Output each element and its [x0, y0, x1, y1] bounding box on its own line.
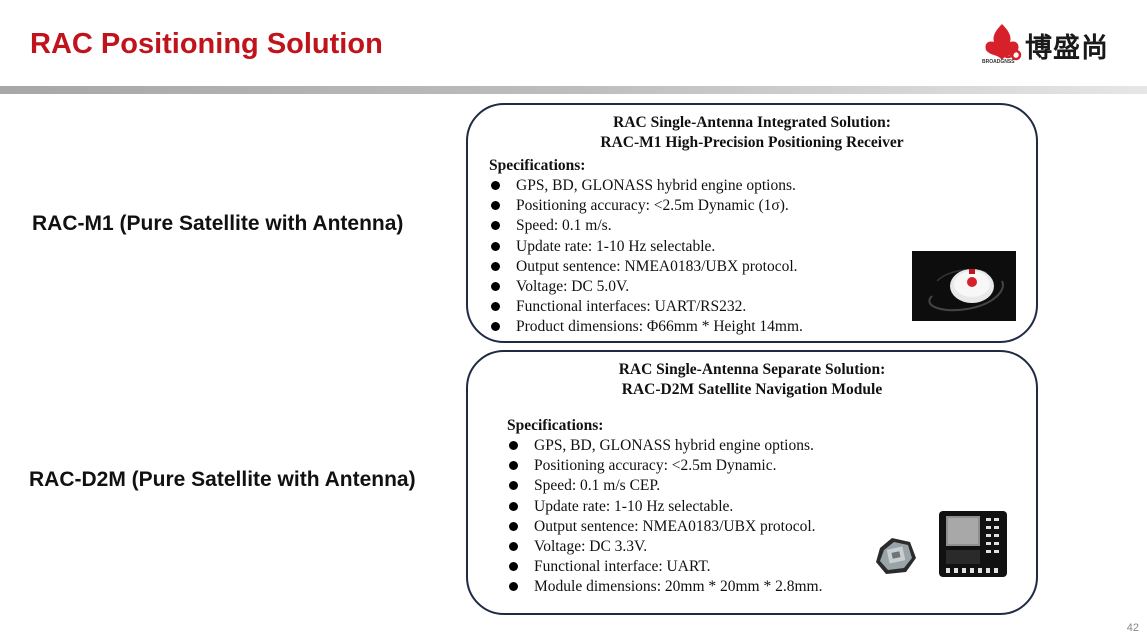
bullet-icon: [509, 521, 518, 531]
list-item: Output sentence: NMEA0183/UBX protocol.: [507, 517, 822, 537]
list-item: Output sentence: NMEA0183/UBX protocol.: [489, 257, 803, 277]
list-item: Speed: 0.1 m/s CEP.: [507, 476, 822, 496]
list-item: Module dimensions: 20mm * 20mm * 2.8mm.: [507, 577, 822, 597]
list-item: Functional interface: UART.: [507, 557, 822, 577]
rac-m1-card: RAC Single-Antenna Integrated Solution: …: [466, 103, 1038, 343]
bullet-icon: [491, 221, 500, 231]
rac-m1-product-image: [912, 251, 1016, 321]
rac-d2m-spec-list: GPS, BD, GLONASS hybrid engine options. …: [507, 436, 822, 598]
list-item: Update rate: 1-10 Hz selectable.: [507, 497, 822, 517]
header-divider: [0, 86, 1147, 94]
list-item: Positioning accuracy: <2.5m Dynamic.: [507, 456, 822, 476]
bullet-icon: [491, 241, 500, 251]
bullet-icon: [491, 261, 500, 271]
bullet-icon: [491, 302, 500, 312]
bullet-icon: [491, 181, 500, 190]
rac-m1-spec-list: GPS, BD, GLONASS hybrid engine options. …: [489, 176, 803, 338]
rac-d2m-card: RAC Single-Antenna Separate Solution: RA…: [466, 350, 1038, 615]
list-item: Voltage: DC 3.3V.: [507, 537, 822, 557]
page-title: RAC Positioning Solution: [30, 28, 383, 60]
rac-d2m-module-image: [939, 511, 1007, 577]
bullet-icon: [491, 282, 500, 292]
rac-m1-heading-line2: RAC-M1 High-Precision Positioning Receiv…: [600, 134, 904, 151]
list-item: Voltage: DC 5.0V.: [489, 277, 803, 297]
bullet-icon: [491, 322, 500, 332]
rac-d2m-heading-line1: RAC Single-Antenna Separate Solution:: [618, 361, 886, 378]
bullet-icon: [509, 441, 518, 450]
list-item: GPS, BD, GLONASS hybrid engine options.: [489, 176, 803, 196]
bullet-icon: [509, 582, 518, 592]
row-label-rac-m1: RAC-M1 (Pure Satellite with Antenna): [32, 212, 404, 235]
bullet-icon: [509, 562, 518, 572]
logo-icon: [985, 24, 1022, 61]
row-label-rac-d2m: RAC-D2M (Pure Satellite with Antenna): [29, 468, 416, 491]
logo-subtext: BROADGNSS: [982, 59, 1015, 65]
list-item: GPS, BD, GLONASS hybrid engine options.: [507, 436, 822, 456]
list-item: Product dimensions: Φ66mm * Height 14mm.: [489, 317, 803, 337]
company-logo: 博盛尚 BROADGNSS: [980, 22, 1115, 72]
rac-d2m-specs-title: Specifications:: [507, 417, 604, 434]
rac-d2m-heading-line2: RAC-D2M Satellite Navigation Module: [621, 381, 883, 398]
page-number: 42: [1126, 622, 1139, 634]
list-item: Functional interfaces: UART/RS232.: [489, 297, 803, 317]
logo-text: 博盛尚: [1025, 33, 1109, 64]
rac-m1-heading-line1: RAC Single-Antenna Integrated Solution:: [613, 114, 891, 131]
rac-d2m-antenna-image: [876, 538, 916, 574]
bullet-icon: [491, 201, 500, 211]
bullet-icon: [509, 481, 518, 491]
list-item: Update rate: 1-10 Hz selectable.: [489, 237, 803, 257]
bullet-icon: [509, 542, 518, 552]
rac-m1-specs-title: Specifications:: [489, 157, 586, 174]
list-item: Speed: 0.1 m/s.: [489, 216, 803, 236]
list-item: Positioning accuracy: <2.5m Dynamic (1σ)…: [489, 196, 803, 216]
bullet-icon: [509, 461, 518, 471]
bullet-icon: [509, 501, 518, 511]
